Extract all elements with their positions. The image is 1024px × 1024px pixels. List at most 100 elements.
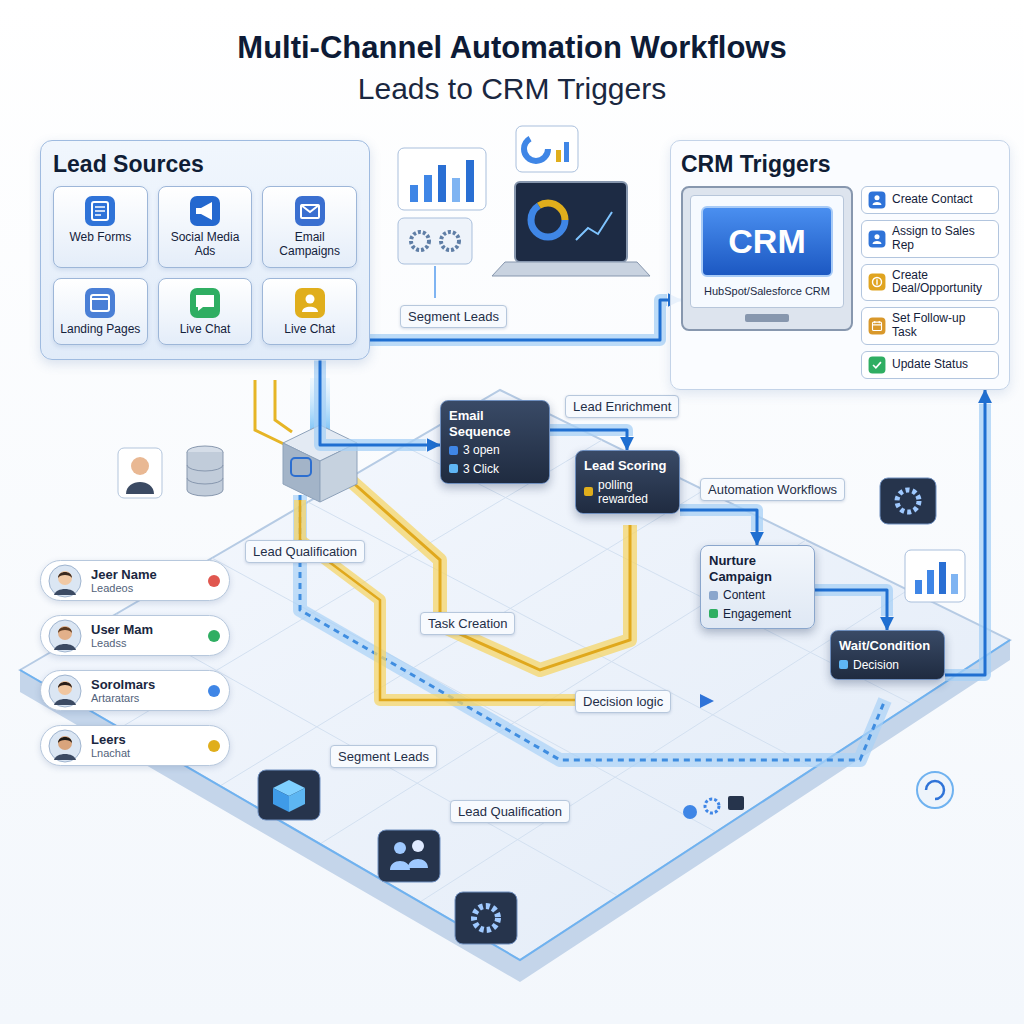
source-tile: Live Chat — [262, 278, 357, 346]
laptop-donut — [531, 203, 565, 237]
icon-bg — [295, 288, 325, 318]
card-text: Decision — [853, 658, 899, 672]
card-text: polling rewarded — [598, 478, 671, 507]
pipe-glow — [680, 510, 757, 531]
step-tag: Segment Leads — [330, 745, 437, 768]
step-tag: Lead Enrichment — [565, 395, 679, 418]
icon-glyph — [301, 205, 319, 218]
panel-heading: Lead Sources — [53, 151, 357, 178]
crm-monitor: CRMHubSpot/Salesforce CRM — [681, 186, 853, 331]
icon — [294, 195, 326, 227]
small-icon — [683, 805, 697, 819]
icon-glyph — [873, 202, 882, 205]
icon — [868, 273, 886, 291]
avatar-face — [58, 736, 72, 750]
icon-glyph — [873, 362, 881, 368]
icon-glyph — [305, 294, 314, 303]
step-tag: Lead Qualification — [245, 540, 365, 563]
avatar-face — [58, 571, 72, 585]
avatar-hair — [58, 627, 72, 633]
workflow-card: Nurture CampaignContentEngagement — [700, 545, 815, 629]
icon-glyph — [302, 306, 318, 311]
tile-label: Live Chat — [163, 323, 248, 337]
small-icon — [728, 796, 744, 810]
tile-label: Landing Pages — [58, 323, 143, 337]
avatar-head — [131, 457, 149, 475]
avatar — [48, 564, 82, 598]
trigger-texts: Create Contact — [892, 193, 973, 207]
card-bullet — [839, 660, 848, 669]
lead-source: Artaratars — [91, 692, 203, 704]
avatar-hair — [58, 682, 72, 688]
trigger-texts: Set Follow-up Task — [892, 312, 992, 340]
refresh-button — [917, 772, 953, 808]
chart-bar — [915, 580, 922, 594]
trigger-label: Create Deal/Opportunity — [892, 269, 992, 297]
card-bullet — [709, 591, 718, 600]
people-icon — [390, 859, 428, 870]
people-icon — [412, 840, 424, 852]
icon-bg — [190, 288, 220, 318]
laptop-donut — [531, 203, 565, 237]
workflow-card: Wait/ConditionDecision — [830, 630, 945, 680]
icon-bg — [869, 192, 886, 209]
card-heading: Email Sequence — [449, 408, 541, 439]
crm-caption: HubSpot/Salesforce CRM — [701, 285, 833, 297]
step-tag: Segment Leads — [400, 305, 507, 328]
avatar-bg — [49, 565, 81, 597]
platform — [20, 390, 1010, 960]
trigger-list: Create ContactAssign to Sales RepCreate … — [861, 186, 999, 379]
icon-glyph — [873, 278, 882, 287]
icon-bg — [85, 196, 115, 226]
icon-glyph — [95, 207, 105, 215]
source-tile: Landing Pages — [53, 278, 148, 346]
tile-label: Email Campaigns — [267, 231, 352, 259]
donut — [524, 137, 548, 161]
avatar-face — [58, 681, 72, 695]
subtitle: Leads to CRM Triggers — [0, 72, 1024, 106]
connector — [815, 590, 887, 630]
crm-panel: CRM TriggersCRMHubSpot/Salesforce CRMCre… — [670, 140, 1010, 390]
lead-name: Jeer Name — [91, 567, 203, 582]
connector — [550, 430, 627, 450]
icon — [294, 287, 326, 319]
step-tag: Lead Qualification — [450, 800, 570, 823]
status-badge — [208, 630, 220, 642]
lead-card: SorolmarsArtaratars — [40, 670, 230, 711]
icon-bg — [869, 230, 886, 247]
refresh-arrow — [926, 781, 944, 799]
status-badge — [208, 740, 220, 752]
laptop-line — [576, 212, 612, 240]
lead-name: Leers — [91, 732, 203, 747]
gear-panel — [398, 218, 472, 264]
icon-glyph — [873, 322, 882, 330]
platform-glow — [20, 640, 1010, 960]
chart-bar — [452, 178, 460, 202]
avatar-body — [54, 754, 76, 760]
pipe-glow — [945, 404, 985, 675]
trigger-label: Set Follow-up Task — [892, 312, 992, 340]
card-row: Content — [709, 588, 806, 602]
icon-glyph — [196, 202, 212, 220]
pipe-glow — [550, 430, 627, 436]
chart-bar — [927, 570, 934, 594]
card-text: 3 open — [463, 443, 500, 457]
hub-icon — [291, 458, 311, 476]
trigger-texts: Assign to Sales Rep — [892, 225, 992, 253]
trigger-texts: Update Status — [892, 358, 968, 372]
hub-right — [320, 443, 357, 502]
laptop-screen — [515, 182, 627, 262]
connector — [370, 300, 681, 340]
glow-tile — [258, 770, 320, 820]
gear — [441, 232, 459, 250]
lead-card: User MamLeadss — [40, 615, 230, 656]
icon — [868, 356, 886, 374]
trigger-label: Create Contact — [892, 193, 973, 207]
card-row: Decision — [839, 658, 936, 672]
tile-label: Social Media Ads — [163, 231, 248, 259]
icon-bg — [869, 274, 886, 291]
lead-card: LeersLnachat — [40, 725, 230, 766]
lead-source: Lnachat — [91, 747, 203, 759]
hub-left — [283, 443, 320, 502]
gold-pipe-core — [300, 500, 600, 700]
